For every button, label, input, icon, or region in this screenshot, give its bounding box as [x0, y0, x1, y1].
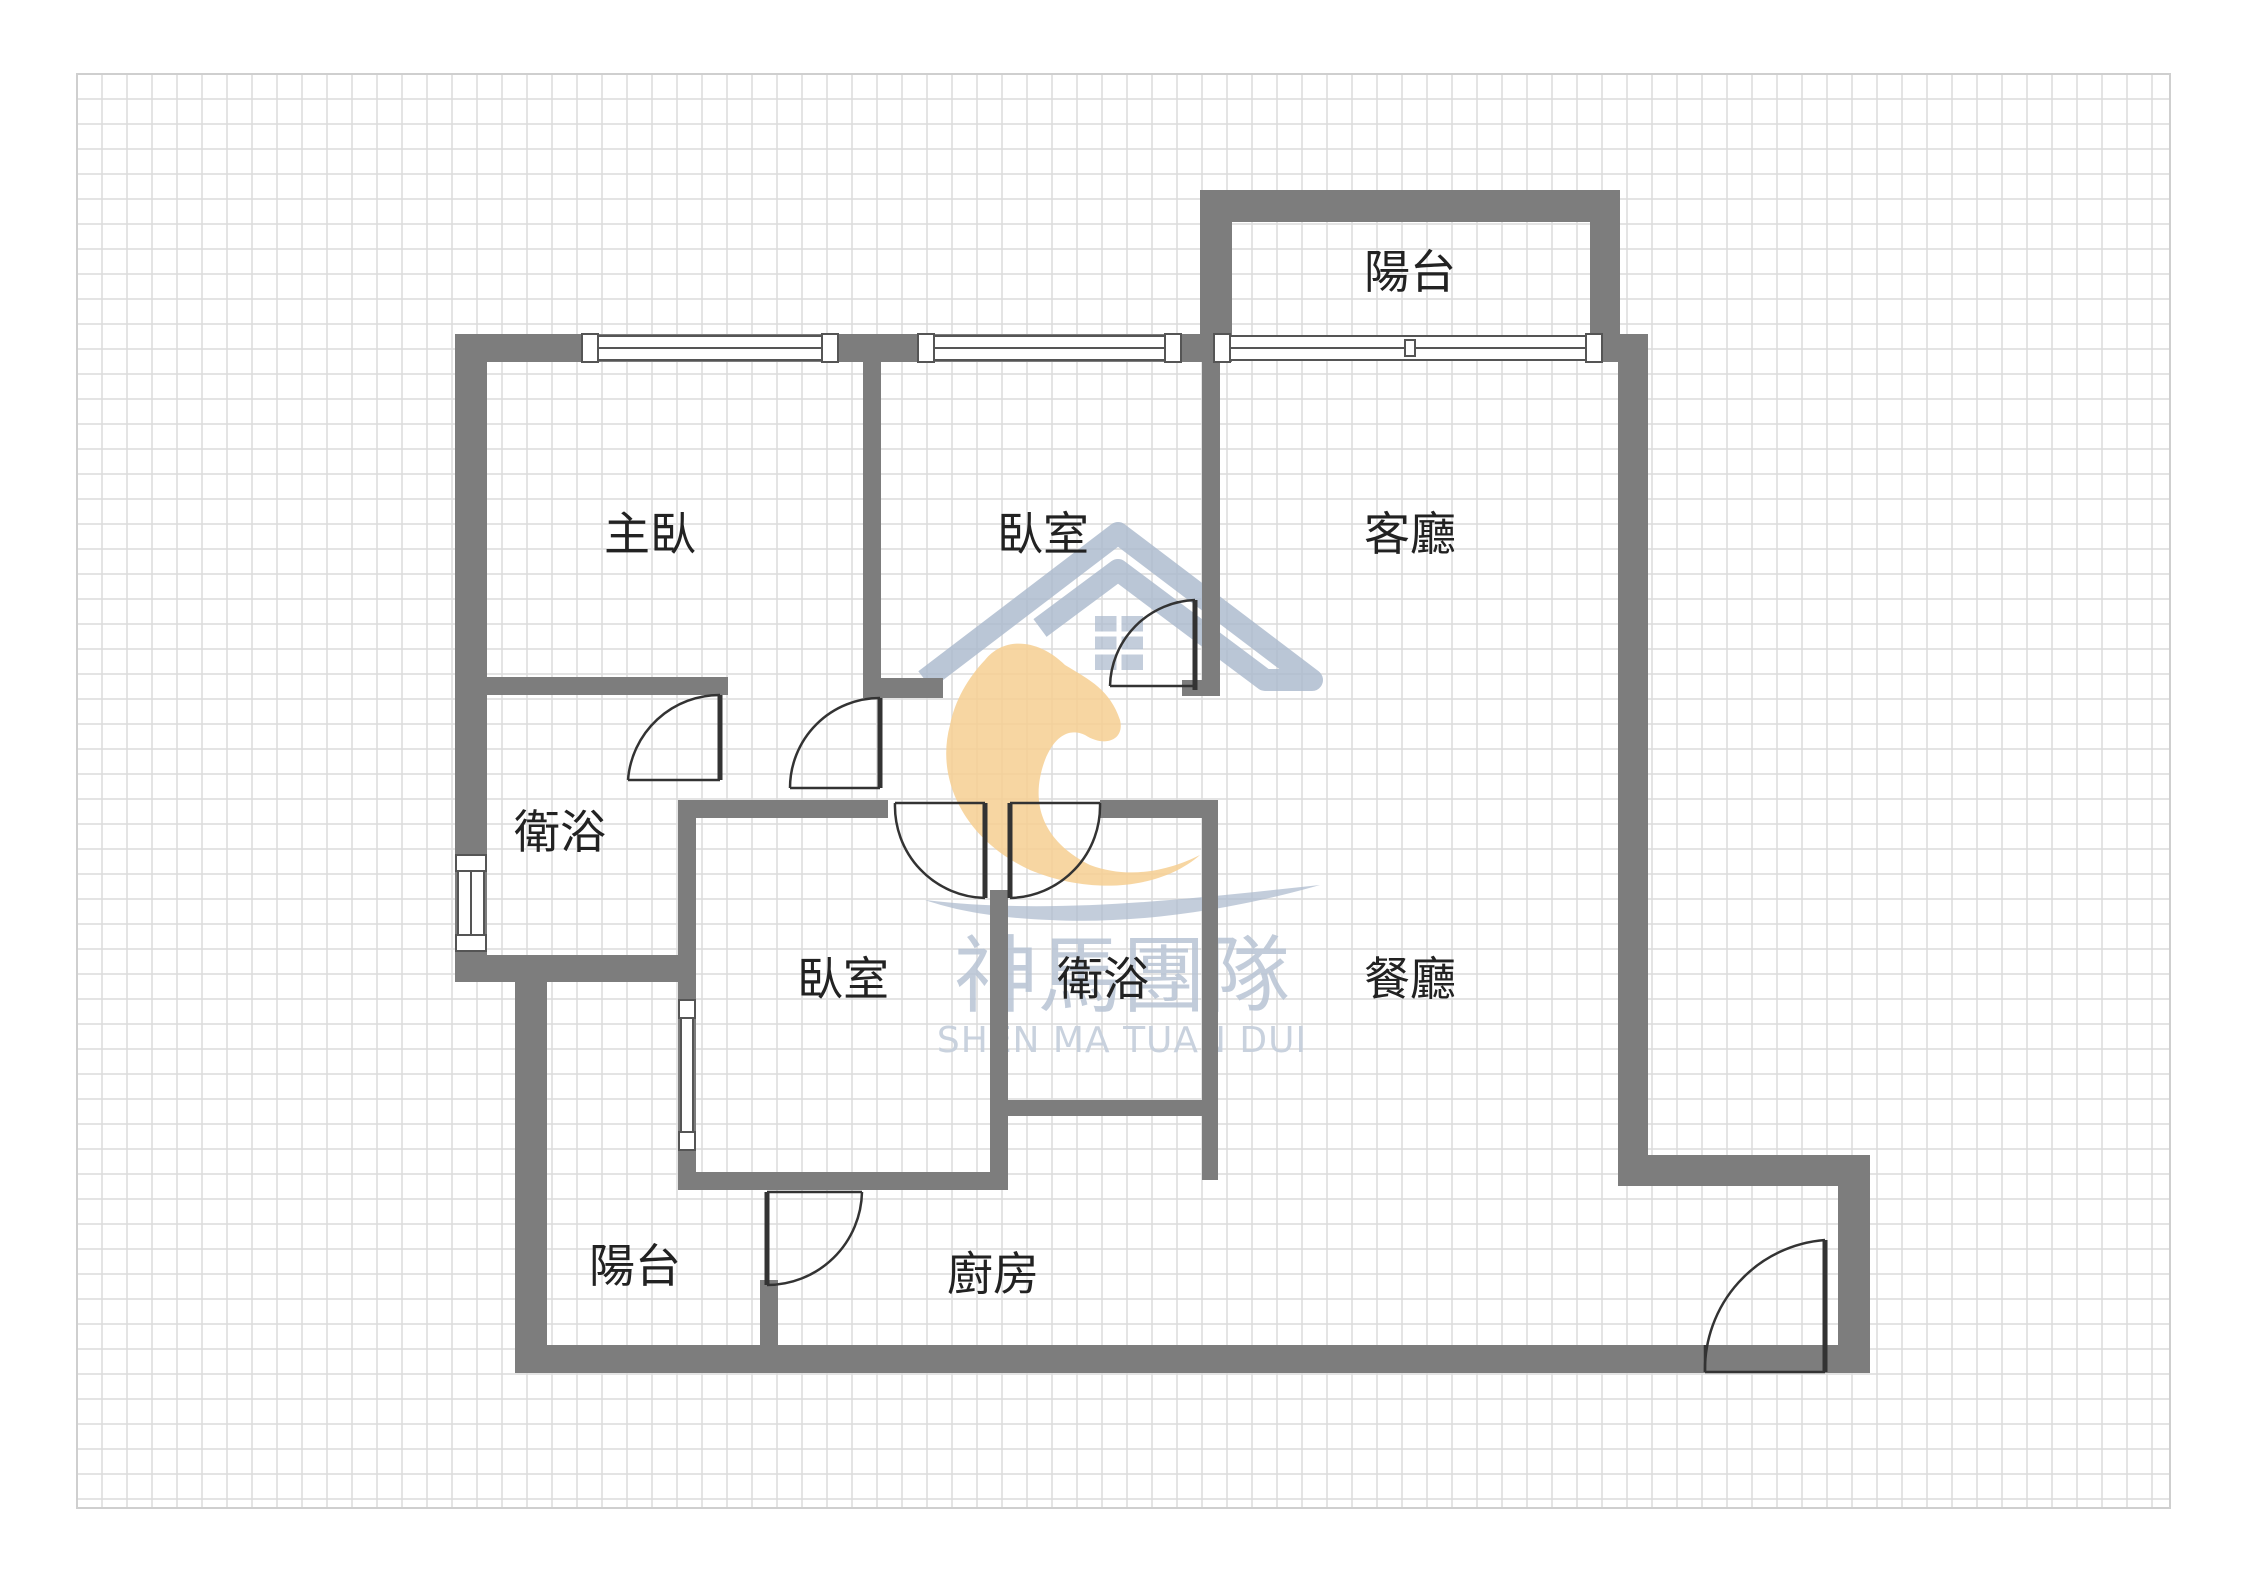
door-bedroom-top-inner: [1108, 598, 1198, 690]
wall-bedroom-top-right: [1202, 334, 1220, 696]
watermark-brand-cn: 神馬團隊: [954, 927, 1290, 1025]
door-balcony-bottom: [764, 1190, 864, 1287]
wall-bath-center-right: [1202, 800, 1218, 1180]
wall-left-step: [455, 955, 685, 982]
room-label-kitchen: 廚房: [947, 1247, 1039, 1301]
wall-master-bath: [455, 677, 727, 695]
watermark-swoosh-icon: [925, 885, 1320, 921]
door-bathroom-center: [1007, 801, 1102, 900]
room-label-bedroom-center: 臥室: [797, 952, 889, 1006]
wall-balcony-bottom-partition: [760, 1280, 778, 1360]
room-labels: 陽台 主臥 臥室 客廳 衛浴 臥室 衛浴 餐廳 陽台 廚房: [514, 245, 1456, 1301]
room-label-living-room: 客廳: [1364, 507, 1456, 561]
room-label-dining-room: 餐廳: [1364, 952, 1456, 1006]
door-entrance: [1703, 1238, 1828, 1374]
door-bedroom-center: [893, 801, 988, 900]
door-master-bath: [626, 693, 723, 782]
windows: [455, 333, 1603, 1151]
wall-bath-center-bottom: [990, 1100, 1208, 1116]
wall-right-upper: [1618, 334, 1648, 1186]
wall-balcony-right: [1590, 190, 1620, 338]
room-label-balcony-bottom: 陽台: [589, 1239, 681, 1293]
wall-bedroom-center-right: [990, 890, 1008, 1190]
wall-bath-right: [710, 677, 728, 695]
wall-hall-top-right: [1100, 800, 1218, 818]
door-bedroom-top: [788, 696, 883, 790]
grid-border: [76, 73, 2171, 1509]
wall-bedroom-center-bottom: [678, 1172, 1008, 1190]
wall-bottom: [515, 1345, 1870, 1373]
wall-hall-top: [678, 800, 888, 818]
wall-bedroom-top-left: [863, 334, 881, 698]
doors: [626, 598, 1828, 1374]
grid: [76, 73, 2171, 1509]
window-bedroom-center: [680, 1009, 694, 1141]
room-label-bathroom-left: 衛浴: [514, 805, 606, 859]
watermark-house-icon: [918, 522, 1323, 691]
wall-balcony-top: [1200, 190, 1620, 222]
wall-right-step: [1618, 1155, 1870, 1186]
room-label-bathroom-center: 衛浴: [1057, 952, 1149, 1006]
room-label-balcony-top: 陽台: [1364, 245, 1456, 299]
room-label-master-bedroom: 主臥: [604, 507, 696, 561]
wall-right-lower: [1838, 1155, 1870, 1373]
wall-bedroom-top-bottom-r: [1182, 680, 1220, 696]
wall-bedroom-top-bottom: [863, 678, 943, 698]
room-label-bedroom-top: 臥室: [997, 507, 1089, 561]
wall-left-lower: [515, 955, 547, 1373]
